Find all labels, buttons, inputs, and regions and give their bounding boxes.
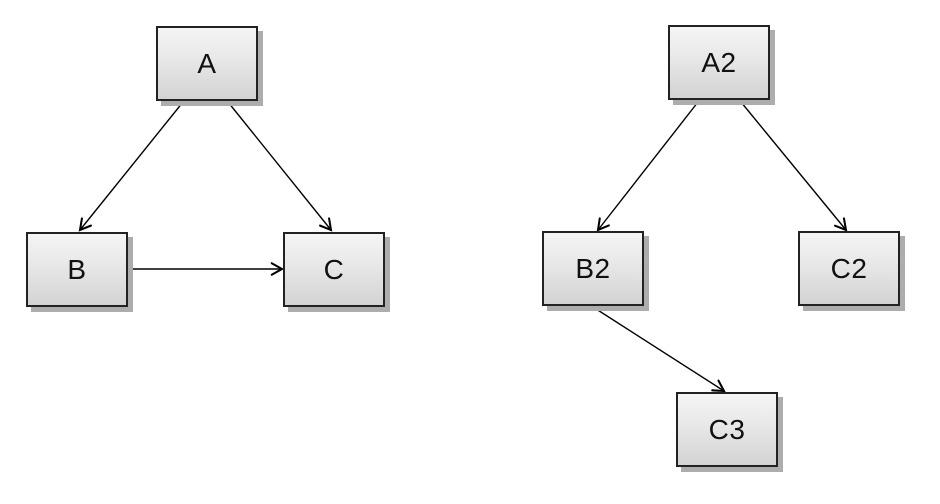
node-B2: B2 [542, 231, 644, 306]
edge-B2-C3 [592, 306, 726, 393]
node-C3: C3 [676, 392, 778, 467]
node-A-label: A [197, 47, 217, 79]
node-A2: A2 [668, 25, 770, 100]
node-B-label: B [67, 253, 87, 285]
node-A2-label: A2 [701, 46, 737, 78]
node-A: A [156, 26, 258, 101]
node-C: C [283, 232, 385, 307]
node-B2-label: B2 [575, 252, 611, 284]
node-C2: C2 [798, 231, 900, 306]
node-B: B [26, 232, 128, 307]
edge-A2-C2 [740, 101, 848, 232]
edge-A-C [227, 101, 333, 232]
edge-A-B [78, 101, 184, 232]
edge-A2-B2 [596, 101, 699, 232]
node-C2-label: C2 [830, 252, 868, 284]
node-C3-label: C3 [708, 413, 746, 445]
node-C-label: C [323, 253, 345, 285]
